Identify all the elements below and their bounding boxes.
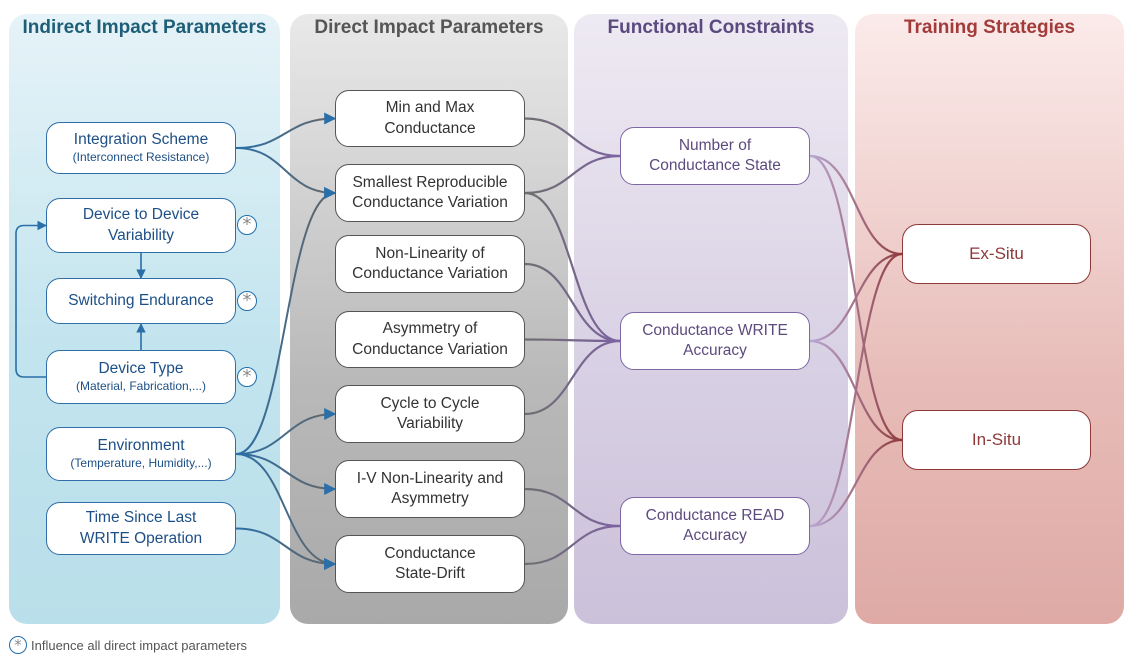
link-smallest-to-num bbox=[524, 154, 621, 195]
min-max-conductance-label: Min and Max Conductance bbox=[384, 99, 476, 137]
device-to-device-variability-node: Device to Device Variability bbox=[46, 198, 236, 253]
link-iv-to-read bbox=[524, 487, 621, 528]
switching-endurance-node: Switching Endurance bbox=[46, 278, 236, 324]
link-smallest-to-write bbox=[524, 191, 621, 343]
time-since-last-write-node: Time Since Last WRITE Operation bbox=[46, 502, 236, 555]
device-type-sub: (Material, Fabrication,...) bbox=[75, 379, 207, 394]
link-write-to-exsitu bbox=[809, 252, 903, 343]
asterisk-icon: * bbox=[237, 215, 257, 235]
conductance-read-accuracy-label: Conductance READ Accuracy bbox=[645, 506, 785, 544]
link-read-to-insitu bbox=[809, 438, 903, 528]
conductance-state-drift-label: Conductance State-Drift bbox=[384, 544, 476, 582]
indirect-impact-title: Indirect Impact Parameters bbox=[22, 17, 267, 38]
asterisk-icon: * bbox=[237, 291, 257, 311]
link-environment-to-c2c bbox=[235, 408, 337, 455]
iv-non-linearity-node: I-V Non-Linearity and Asymmetry bbox=[335, 460, 525, 518]
environment-label: Environment bbox=[97, 437, 185, 455]
asymmetry-variation-label: Asymmetry of Conductance Variation bbox=[352, 320, 508, 358]
smallest-reproducible-variation-node: Smallest Reproducible Conductance Variat… bbox=[335, 164, 525, 222]
link-c2c-to-write bbox=[524, 339, 621, 416]
link-integration-to-minmax bbox=[235, 112, 337, 149]
asymmetry-variation-node: Asymmetry of Conductance Variation bbox=[335, 311, 525, 368]
training-strategies-column: Training Strategies bbox=[855, 14, 1124, 624]
link-nonlin-to-write bbox=[524, 262, 621, 343]
in-situ-label: In-Situ bbox=[971, 429, 1022, 449]
link-environment-to-drift bbox=[235, 453, 337, 570]
conductance-read-accuracy-node: Conductance READ Accuracy bbox=[620, 497, 810, 555]
integration-scheme-label: Integration Scheme bbox=[73, 131, 209, 149]
link-integration-to-smallest bbox=[235, 147, 337, 199]
device-type-label: Device Type bbox=[98, 360, 184, 378]
integration-scheme-node: Integration Scheme (Interconnect Resista… bbox=[46, 122, 236, 174]
smallest-reproducible-variation-label: Smallest Reproducible Conductance Variat… bbox=[352, 173, 508, 211]
environment-sub: (Temperature, Humidity,...) bbox=[70, 456, 212, 471]
link-time-to-drift bbox=[235, 527, 337, 570]
in-situ-node: In-Situ bbox=[902, 410, 1091, 470]
link-read-to-exsitu bbox=[809, 252, 903, 528]
iv-non-linearity-label: I-V Non-Linearity and Asymmetry bbox=[356, 469, 504, 507]
non-linearity-variation-node: Non-Linearity of Conductance Variation bbox=[335, 235, 525, 293]
time-since-last-write-label: Time Since Last WRITE Operation bbox=[79, 509, 203, 547]
conductance-state-drift-node: Conductance State-Drift bbox=[335, 535, 525, 593]
link-minmax-to-num bbox=[524, 117, 621, 158]
number-of-conductance-state-node: Number of Conductance State bbox=[620, 127, 810, 185]
device-type-node: Device Type (Material, Fabrication,...) bbox=[46, 350, 236, 404]
functional-constraints-title: Functional Constraints bbox=[607, 17, 815, 38]
link-drift-to-read bbox=[524, 524, 621, 566]
legend-text: Influence all direct impact parameters bbox=[31, 637, 248, 653]
ex-situ-node: Ex-Situ bbox=[902, 224, 1091, 284]
legend: * Influence all direct impact parameters bbox=[9, 636, 247, 654]
conductance-write-accuracy-label: Conductance WRITE Accuracy bbox=[642, 321, 788, 359]
direct-impact-title: Direct Impact Parameters bbox=[314, 17, 544, 38]
min-max-conductance-node: Min and Max Conductance bbox=[335, 90, 525, 147]
training-strategies-title: Training Strategies bbox=[903, 17, 1076, 38]
cycle-to-cycle-variability-label: Cycle to Cycle Variability bbox=[380, 394, 480, 432]
environment-node: Environment (Temperature, Humidity,...) bbox=[46, 427, 236, 481]
device-to-device-variability-label: Device to Device Variability bbox=[82, 206, 200, 244]
cycle-to-cycle-variability-node: Cycle to Cycle Variability bbox=[335, 385, 525, 443]
link-environment-to-smallest bbox=[235, 187, 337, 455]
asterisk-icon: * bbox=[237, 367, 257, 387]
link-asym-to-write bbox=[524, 338, 621, 343]
link-device_type-to-d2d bbox=[15, 220, 47, 378]
non-linearity-variation-label: Non-Linearity of Conductance Variation bbox=[352, 244, 508, 282]
conductance-write-accuracy-node: Conductance WRITE Accuracy bbox=[620, 312, 810, 370]
number-of-conductance-state-label: Number of Conductance State bbox=[649, 136, 781, 174]
link-environment-to-iv bbox=[235, 453, 337, 495]
integration-scheme-sub: (Interconnect Resistance) bbox=[72, 150, 210, 165]
asterisk-icon: * bbox=[9, 636, 27, 654]
link-num-to-exsitu bbox=[809, 154, 903, 256]
ex-situ-label: Ex-Situ bbox=[969, 243, 1024, 263]
switching-endurance-label: Switching Endurance bbox=[68, 291, 214, 309]
